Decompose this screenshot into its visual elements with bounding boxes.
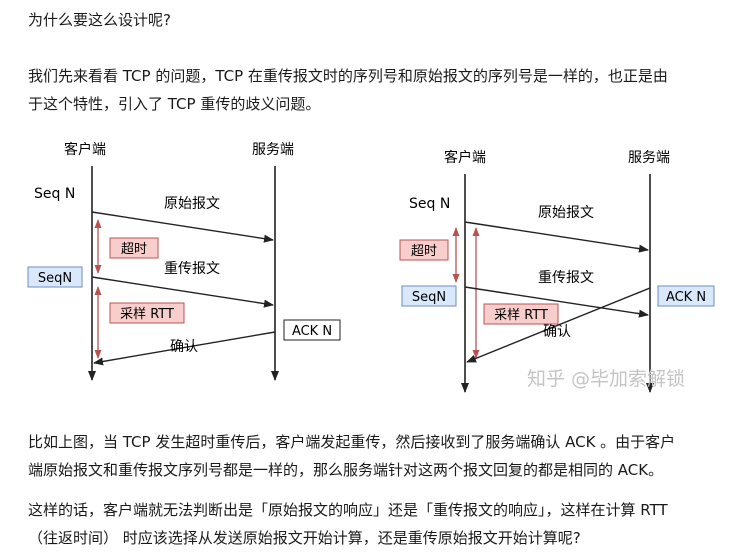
left-retransmit-label: 重传报文 xyxy=(164,261,220,277)
right-seqn-label: SeqN xyxy=(412,290,446,305)
example-paragraph: 比如上图，当 TCP 发生超时重传后，客户端发起重传，然后接收到了服务端确认 A… xyxy=(28,433,676,479)
right-client-label: 客户端 xyxy=(444,149,486,166)
left-timeout-label: 超时 xyxy=(121,242,147,257)
left-sequence-diagram: 客户端 服务端 Seq N 原始报文 超时 SeqN 重传报文 采样 RTT A… xyxy=(27,141,341,381)
right-original-label: 原始报文 xyxy=(538,205,594,221)
left-seqn-label: SeqN xyxy=(38,271,72,286)
right-ack-box xyxy=(657,285,715,307)
left-original-arrow xyxy=(91,211,274,243)
right-original-arrow xyxy=(464,221,649,253)
right-seq-label: Seq N xyxy=(409,196,450,212)
right-retransmit-label: 重传报文 xyxy=(538,270,594,286)
right-sequence-diagram: 客户端 服务端 Seq N 原始报文 超时 SeqN 重传报文 采样 RTT A… xyxy=(399,149,715,393)
left-seqn-box xyxy=(27,266,83,288)
left-client-label: 客户端 xyxy=(64,141,106,158)
right-retransmit-arrow xyxy=(464,286,649,318)
left-ack-box xyxy=(283,319,341,341)
right-confirm-label: 确认 xyxy=(543,324,571,340)
left-server-label: 服务端 xyxy=(252,142,294,158)
right-seqn-box xyxy=(401,285,457,307)
right-ack-label: ACK N xyxy=(666,290,706,305)
left-ack-label: ACK N xyxy=(292,324,332,339)
watermark: 知乎 @毕加索解锁 xyxy=(527,368,685,390)
left-timeout-box xyxy=(109,237,159,259)
intro-question: 为什么要这么设计呢? xyxy=(28,11,171,29)
left-confirm-label: 确认 xyxy=(170,339,198,355)
right-rtt-label: 采样 RTT xyxy=(494,308,548,323)
right-ack-arrow xyxy=(466,287,651,363)
right-rtt-box xyxy=(483,303,559,325)
problem-paragraph: 我们先来看看 TCP 的问题，TCP 在重传报文时的序列号和原始报文的序列号是一… xyxy=(28,67,668,113)
right-timeout-box xyxy=(399,239,449,261)
right-timeout-label: 超时 xyxy=(411,244,437,259)
tcp-retransmission-figure: 客户端 服务端 Seq N 原始报文 超时 SeqN 重传报文 采样 RTT A… xyxy=(27,141,715,393)
conclusion-paragraph: 这样的话，客户端就无法判断出是「原始报文的响应」还是「重传报文的响应」，这样在计… xyxy=(28,501,668,547)
left-rtt-box xyxy=(109,302,185,324)
left-retransmit-arrow xyxy=(91,276,274,308)
left-ack-arrow xyxy=(93,331,276,366)
left-seq-label: Seq N xyxy=(34,186,75,202)
left-original-label: 原始报文 xyxy=(164,196,220,212)
left-rtt-label: 采样 RTT xyxy=(120,307,174,322)
right-server-label: 服务端 xyxy=(628,150,670,166)
